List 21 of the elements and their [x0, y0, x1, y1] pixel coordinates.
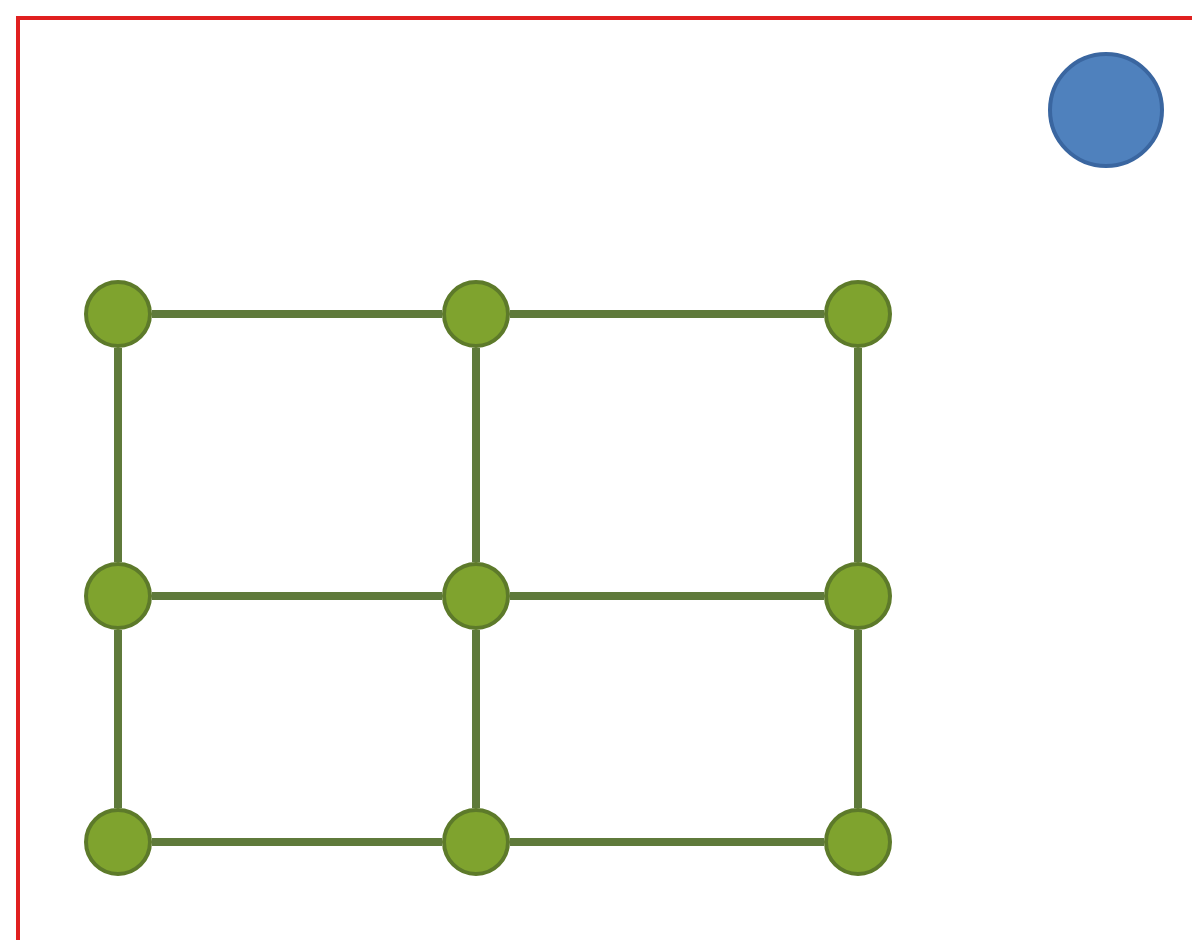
connector-line — [152, 838, 442, 846]
circle-node — [442, 280, 510, 348]
connector-line — [114, 348, 122, 562]
circle-node — [84, 808, 152, 876]
connector-line — [510, 310, 824, 318]
connector-line — [472, 630, 480, 808]
connector-line — [152, 310, 442, 318]
connector-line — [854, 348, 862, 562]
connector-line — [510, 592, 824, 600]
circle-node — [442, 562, 510, 630]
circle-node — [84, 562, 152, 630]
circle-node — [442, 808, 510, 876]
connector-line — [152, 592, 442, 600]
circle-node — [824, 280, 892, 348]
circle-node — [824, 562, 892, 630]
connector-line — [854, 630, 862, 808]
circle-node — [84, 280, 152, 348]
connector-line — [114, 630, 122, 808]
circle-node — [824, 808, 892, 876]
connector-line — [472, 348, 480, 562]
connector-line — [510, 838, 824, 846]
